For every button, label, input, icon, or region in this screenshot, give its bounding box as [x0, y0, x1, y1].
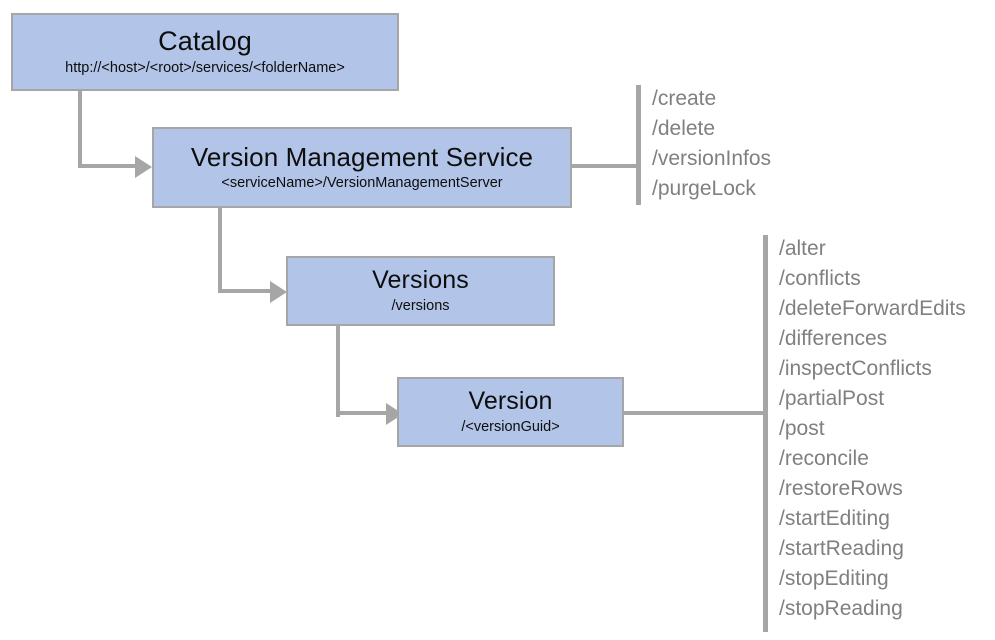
- node-version-title: Version: [468, 387, 553, 416]
- bracket-service-operations: [636, 85, 641, 205]
- arrowhead-service-to-versions: [270, 281, 287, 303]
- operation-item: /alter: [779, 237, 826, 260]
- operation-item: /restoreRows: [779, 477, 903, 500]
- operation-item: /differences: [779, 327, 888, 350]
- node-catalog-title: Catalog: [158, 25, 252, 56]
- node-catalog-subtitle: http://<host>/<root>/services/<folderNam…: [65, 59, 345, 76]
- node-catalog[interactable]: Catalog http://<host>/<root>/services/<f…: [11, 13, 399, 91]
- node-versions-subtitle: /versions: [391, 297, 450, 314]
- node-version-management-service-subtitle: <serviceName>/VersionManagementServer: [221, 174, 503, 191]
- connector-service-to-versions-vertical: [218, 208, 222, 293]
- node-version-subtitle: /<versionGuid>: [461, 418, 560, 435]
- node-versions[interactable]: Versions /versions: [286, 256, 555, 326]
- node-versions-title: Versions: [372, 266, 469, 295]
- operation-list-version: /alter/conflicts/deleteForwardEdits/diff…: [779, 234, 966, 624]
- connector-service-to-operations: [572, 164, 640, 168]
- operation-item: /versionInfos: [652, 147, 772, 170]
- connector-versions-to-version-vertical: [336, 326, 340, 417]
- operation-item: /create: [652, 87, 717, 110]
- connector-versions-to-version-horizontal: [336, 411, 392, 415]
- operation-item: /deleteForwardEdits: [779, 297, 966, 320]
- operation-item: /startReading: [779, 537, 904, 560]
- connector-catalog-to-service-vertical: [78, 90, 82, 168]
- operation-item: /stopEditing: [779, 567, 889, 590]
- operation-list-service: /create/delete/versionInfos/purgeLock: [652, 84, 771, 204]
- operation-item: /inspectConflicts: [779, 357, 932, 380]
- operation-item: /purgeLock: [652, 177, 756, 200]
- node-version-management-service[interactable]: Version Management Service <serviceName>…: [152, 127, 572, 208]
- operation-item: /reconcile: [779, 447, 869, 470]
- operation-item: /stopReading: [779, 597, 903, 620]
- connector-catalog-to-service-horizontal: [78, 164, 140, 168]
- node-version-management-service-title: Version Management Service: [190, 142, 534, 172]
- connector-service-to-versions-horizontal: [218, 289, 276, 293]
- connector-version-to-operations: [624, 411, 768, 415]
- operation-item: /partialPost: [779, 387, 885, 410]
- node-version[interactable]: Version /<versionGuid>: [397, 377, 624, 447]
- bracket-version-operations: [763, 235, 768, 632]
- operation-item: /post: [779, 417, 825, 440]
- arrowhead-catalog-to-service: [135, 156, 152, 178]
- operation-item: /startEditing: [779, 507, 890, 530]
- operation-item: /conflicts: [779, 267, 861, 290]
- operation-item: /delete: [652, 117, 716, 140]
